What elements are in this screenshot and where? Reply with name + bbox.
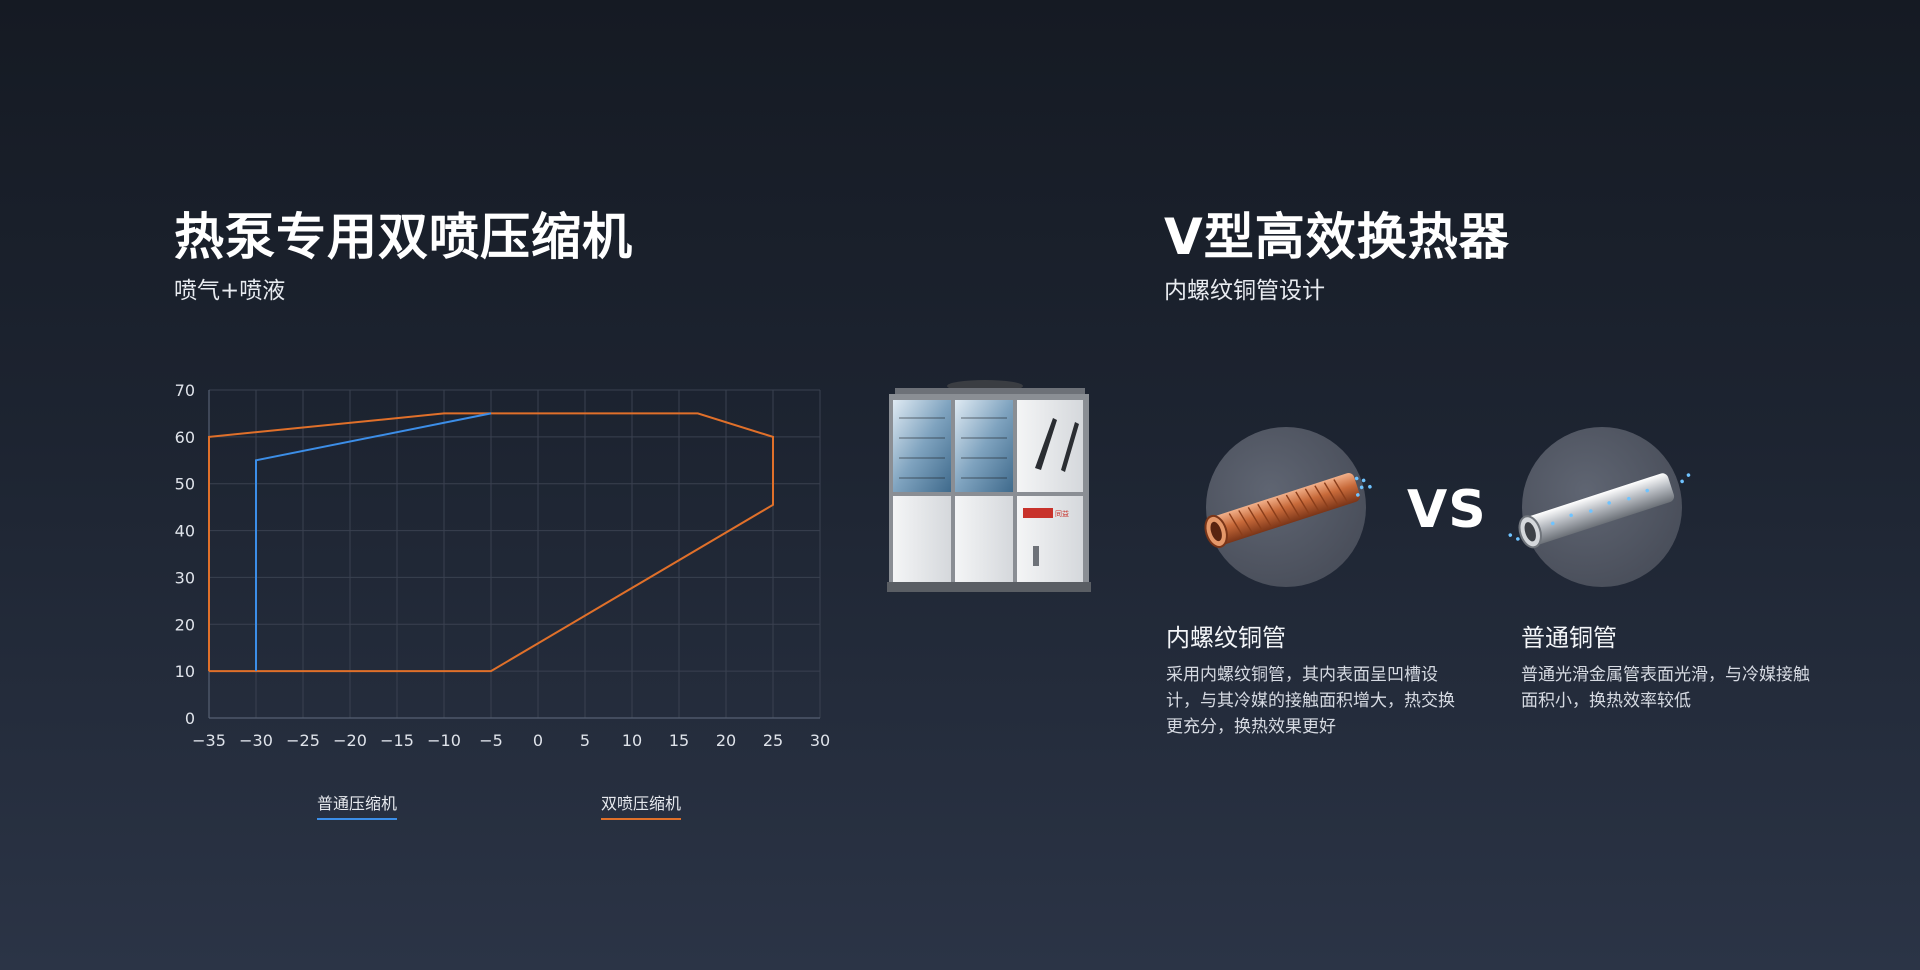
heat-exchanger-title: V型高效换热器 (1164, 208, 1510, 266)
y-tick-label: 10 (175, 662, 195, 681)
x-tick-label: 25 (763, 731, 783, 750)
series-line-standard (255, 412, 492, 672)
x-tick-label: 20 (716, 731, 736, 750)
y-tick-label: 40 (175, 522, 195, 541)
inner-grooved-tube-title: 内螺纹铜管 (1166, 624, 1286, 652)
versus-label: VS (1407, 480, 1487, 540)
x-tick-label: −15 (380, 731, 414, 750)
brand-badge: 同益 (1055, 509, 1069, 518)
y-tick-label: 60 (175, 428, 195, 447)
plain-tube-title: 普通铜管 (1521, 624, 1617, 652)
plain-tube-description: 普通光滑金属管表面光滑，与冷媒接触面积小，换热效率较低 (1521, 665, 1810, 711)
chart-series (208, 412, 774, 673)
inner-grooved-tube-description: 采用内螺纹铜管，其内表面呈凹槽设计，与其冷媒的接触面积增大，热交换更充分，换热效… (1166, 665, 1455, 737)
x-tick-label: −20 (333, 731, 367, 750)
x-tick-label: −10 (427, 731, 461, 750)
legend-item-dual-injection-compressor: 双喷压缩机 (601, 790, 682, 820)
legend-label: 双喷压缩机 (601, 794, 682, 813)
heat-pump-unit-image: 同益 (887, 380, 1091, 592)
x-tick-label: −5 (479, 731, 503, 750)
series-line-dual-injection (208, 412, 774, 673)
legend-swatch (601, 818, 682, 820)
y-tick-label: 30 (175, 568, 195, 587)
y-tick-label: 50 (175, 475, 195, 494)
x-tick-label: 5 (580, 731, 590, 750)
chart-grid (208, 389, 821, 719)
legend-label: 普通压缩机 (317, 794, 398, 813)
x-tick-label: 0 (533, 731, 543, 750)
y-tick-label: 20 (175, 615, 195, 634)
inner-grooved-copper-tube-image (1204, 473, 1372, 548)
legend-item-standard-compressor: 普通压缩机 (317, 790, 398, 820)
compressor-title: 热泵专用双喷压缩机 (174, 208, 633, 266)
x-tick-label: 30 (810, 731, 830, 750)
x-tick-label: −25 (286, 731, 320, 750)
x-tick-label: −35 (192, 731, 226, 750)
chart-ticks: −35 −30 −25 −20 −15 −10 −5 0 5 10 15 20 25 30 0 10 20 30 4… (175, 381, 831, 750)
y-tick-label: 70 (175, 381, 195, 400)
legend-swatch (317, 818, 398, 820)
heat-exchanger-subtitle: 内螺纹铜管设计 (1164, 278, 1325, 304)
y-tick-label: 0 (185, 709, 195, 728)
brand-logo (1023, 508, 1053, 518)
x-tick-label: −30 (239, 731, 273, 750)
compressor-subtitle: 喷气+喷液 (174, 278, 286, 304)
x-tick-label: 10 (622, 731, 642, 750)
x-tick-label: 15 (669, 731, 689, 750)
plain-copper-tube-image (1508, 473, 1691, 549)
